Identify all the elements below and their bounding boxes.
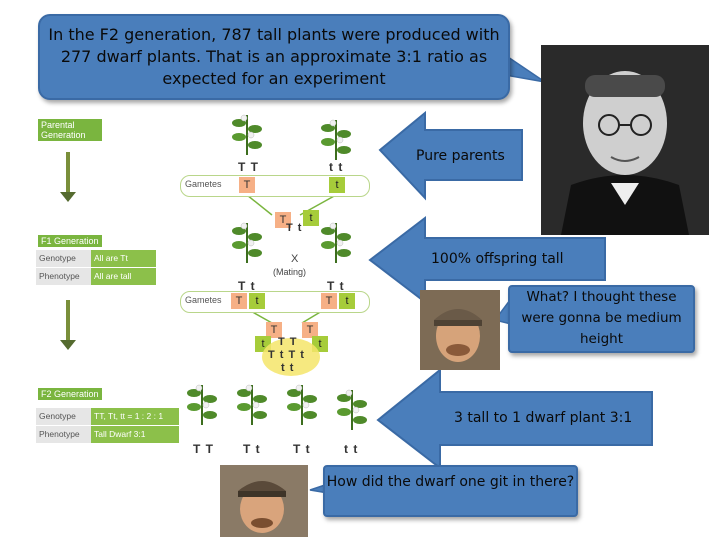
offspring-cluster — [262, 338, 320, 376]
f1-phenotype-value: All are tall — [91, 268, 156, 285]
man-photo-1 — [420, 290, 500, 370]
cross-symbol: X — [291, 253, 299, 265]
f1-generation-label: F1 Generation — [38, 235, 102, 247]
arrow-pure-parents — [378, 110, 523, 201]
f1-phenotype-label: Phenotype — [36, 268, 91, 285]
pure-parents-label: Pure parents — [416, 148, 505, 164]
f1-genotype-2: T t — [327, 279, 345, 293]
offspring-tall-label: 100% offspring tall — [431, 251, 564, 267]
f2-genotype-label: Genotype — [36, 408, 91, 425]
mating-label: (Mating) — [273, 267, 307, 277]
down-arrow-icon — [60, 152, 76, 202]
allele-T: T — [231, 293, 247, 309]
parental-generation-label: Parental Generation — [38, 119, 102, 141]
f1-genotype-value: All are Tt — [91, 250, 156, 267]
face-icon — [420, 290, 500, 370]
allele-T: T — [266, 322, 282, 338]
f1-genotype-1: T t — [238, 279, 256, 293]
f2-genotype-3: T t — [293, 442, 311, 456]
arrow-three-to-one — [376, 367, 653, 471]
allele-T: T — [302, 322, 318, 338]
parent-genotype-1: T T — [238, 160, 259, 174]
gametes-label-2: Gametes — [185, 295, 222, 305]
cluster-tt: t t — [281, 362, 295, 374]
medium-height-callout: What? I thought these were gonna be medi… — [508, 285, 695, 353]
cluster-Tt-Tt: T t T t — [268, 349, 305, 361]
f2-genotype-1: T T — [193, 442, 214, 456]
medium-height-text: What? I thought these were gonna be medi… — [521, 289, 682, 347]
allele-t: t — [329, 177, 345, 193]
allele-T: T — [321, 293, 337, 309]
allele-T: T — [275, 212, 291, 228]
f2-genotype-value: TT, Tt, tt = 1 : 2 : 1 — [91, 408, 179, 425]
f2-genotype-4: t t — [344, 442, 359, 456]
dwarf-question-text: How did the dwarf one git in there? — [326, 474, 575, 490]
down-arrow-icon — [60, 300, 76, 350]
f2-phenotype-label: Phenotype — [36, 426, 91, 443]
allele-t: t — [249, 293, 265, 309]
f1-genotype-label: Genotype — [36, 250, 91, 267]
allele-T: T — [239, 177, 255, 193]
parent-genotype-2: t t — [329, 160, 344, 174]
cluster-TT: T T — [278, 336, 298, 348]
f2-genotype-2: T t — [243, 442, 261, 456]
gametes-label-1: Gametes — [185, 179, 222, 189]
face-icon — [220, 465, 308, 537]
allele-t: t — [303, 210, 319, 226]
dwarf-question-callout: How did the dwarf one git in there? — [323, 465, 578, 517]
man-photo-2 — [220, 465, 308, 537]
gametes-row-1 — [180, 175, 370, 197]
top-callout: In the F2 generation, 787 tall plants we… — [38, 14, 510, 100]
f2-phenotype-value: Tall Dwarf 3:1 — [91, 426, 179, 443]
allele-t: t — [339, 293, 355, 309]
f2-generation-label: F2 Generation — [38, 388, 102, 400]
three-to-one-label: 3 tall to 1 dwarf plant 3:1 — [454, 410, 633, 426]
zygote-genotype: T t — [286, 222, 303, 234]
mendel-portrait — [541, 45, 709, 235]
top-callout-text: In the F2 generation, 787 tall plants we… — [48, 25, 500, 88]
plants-diagram — [186, 114, 368, 431]
portrait-icon — [541, 45, 709, 235]
